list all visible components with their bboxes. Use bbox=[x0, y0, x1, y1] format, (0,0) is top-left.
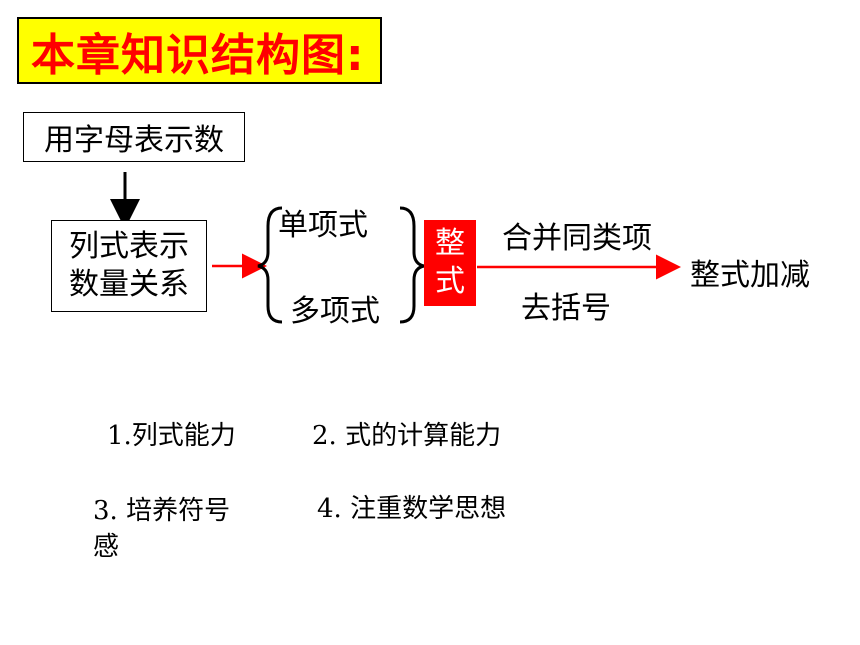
node-express-line1: 列式表示 bbox=[69, 229, 189, 264]
node-letters-represent-numbers: 用字母表示数 bbox=[23, 112, 245, 162]
page-title: 本章知识结构图: bbox=[31, 29, 365, 81]
label-combine-like-terms: 合并同类项 bbox=[502, 221, 652, 256]
label-remove-brackets: 去括号 bbox=[521, 291, 611, 326]
node-add-subtract: 整式加减 bbox=[690, 258, 810, 293]
ability-4: 4. 注重数学思想 bbox=[317, 494, 507, 524]
node-integer-expression: 整 式 bbox=[424, 220, 476, 306]
node-monomial: 单项式 bbox=[278, 208, 368, 243]
ability-1: 1.列式能力 bbox=[107, 421, 236, 451]
right-brace bbox=[399, 206, 425, 324]
ability-3-line1: 3. 培养符号 bbox=[93, 496, 231, 526]
node-integer-line2: 式 bbox=[435, 264, 465, 299]
node-express-line2: 数量关系 bbox=[69, 267, 189, 302]
node-integer-line1: 整 bbox=[435, 226, 465, 261]
ability-2: 2. 式的计算能力 bbox=[312, 421, 502, 451]
left-brace bbox=[257, 206, 283, 324]
title-banner: 本章知识结构图: bbox=[17, 17, 382, 84]
node-letters-label: 用字母表示数 bbox=[44, 123, 224, 158]
node-polynomial: 多项式 bbox=[290, 294, 380, 329]
node-express-relations: 列式表示 数量关系 bbox=[51, 220, 207, 312]
ability-3-line2: 感 bbox=[93, 532, 120, 562]
